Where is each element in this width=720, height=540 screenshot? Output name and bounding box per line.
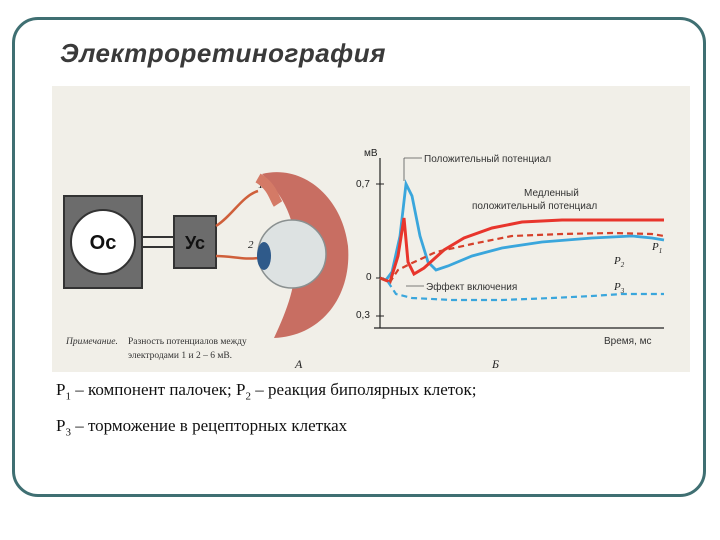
oscilloscope-label: Ос [90,232,117,254]
slide-title: Электроретинография [60,38,386,68]
amplifier-box [173,215,217,269]
slide-frame [12,17,706,497]
amplifier-label: Ус [185,233,205,253]
label-positive: Положительный потенциал [424,154,551,165]
curve-p1-red [379,217,664,284]
curve-label-p1: P1 [651,241,662,255]
oscilloscope-screen [70,209,136,275]
y-tick-bottom: 0,3 [356,310,370,321]
panel-b-label: Б [491,357,499,371]
iris [257,242,271,270]
label-effect: Эффект включения [426,281,517,293]
y-unit-label: мВ [364,148,378,159]
electrode-2-label: 2 [248,239,254,251]
label-slow-1: Медленный [524,188,579,199]
wire-1 [215,189,259,228]
label-time: Время, мс [604,336,652,347]
panel-a-label: А [294,357,303,371]
erg-figure: Ос Ус 1 2 А Примечание. Разность потенци… [52,86,690,372]
eyelid [255,173,283,207]
caption-line-2: P3 – торможение в рецепторных клетках [56,416,348,439]
note-label: Примечание. [65,337,118,347]
wire-2 [215,254,259,260]
caption-line-1: P1 – компонент палочек; P2 – реакция бип… [56,380,477,403]
label-slow-2: положительный потенциал [472,201,597,212]
curve-positive-blue [379,179,665,282]
y-tick-top: 0,7 [356,179,370,190]
curve-p2-dashed [379,231,665,284]
note-text-1: Разность потенциалов между [128,337,247,347]
y-tick-zero: 0 [366,272,372,283]
curve-label-p3: P3 [613,281,625,295]
curve-p3-dashed [387,281,664,302]
erg-figure-svg: Ос Ус 1 2 А Примечание. Разность потенци… [63,148,665,371]
note-text-2: электродами 1 и 2 – 6 мВ. [128,351,232,361]
curve-label-p2: P2 [613,255,625,269]
